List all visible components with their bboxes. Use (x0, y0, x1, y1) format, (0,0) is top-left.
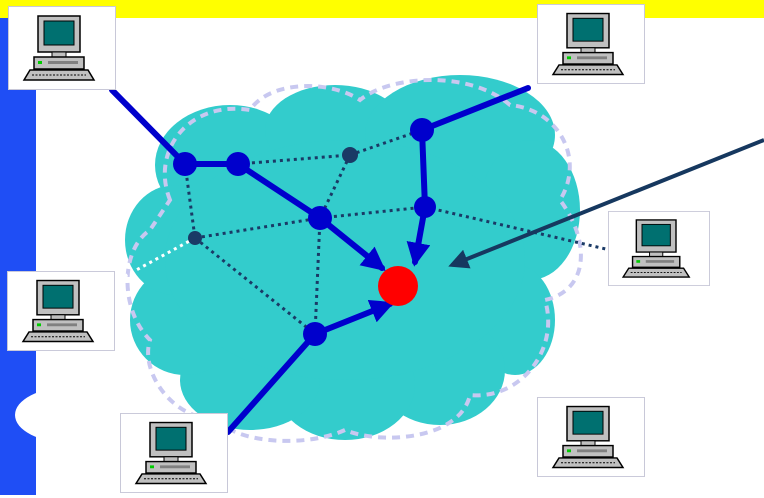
route-lines (109, 85, 531, 435)
router-f (303, 322, 327, 346)
router-c (308, 206, 332, 230)
computer-top-right (537, 4, 645, 84)
computer-icon (537, 397, 645, 477)
computer-bottom-left (120, 413, 228, 493)
router-g (342, 147, 358, 163)
computer-icon (8, 6, 116, 90)
computer-icon (608, 211, 710, 286)
dotted-link-left (117, 236, 196, 282)
computer-left (7, 271, 115, 351)
destination-node (378, 266, 418, 306)
router-h (188, 231, 202, 245)
computer-icon (120, 413, 228, 493)
router-a (173, 152, 197, 176)
router-e (414, 196, 436, 218)
router-d (410, 118, 434, 142)
computer-top-left (8, 6, 116, 90)
network-cloud (125, 75, 583, 443)
computer-icon (537, 4, 645, 84)
computer-right (608, 211, 710, 286)
pointer-arrow (448, 138, 764, 269)
computer-icon (7, 271, 115, 351)
routers (173, 118, 436, 346)
router-b (226, 152, 250, 176)
computer-bottom-right (537, 397, 645, 477)
